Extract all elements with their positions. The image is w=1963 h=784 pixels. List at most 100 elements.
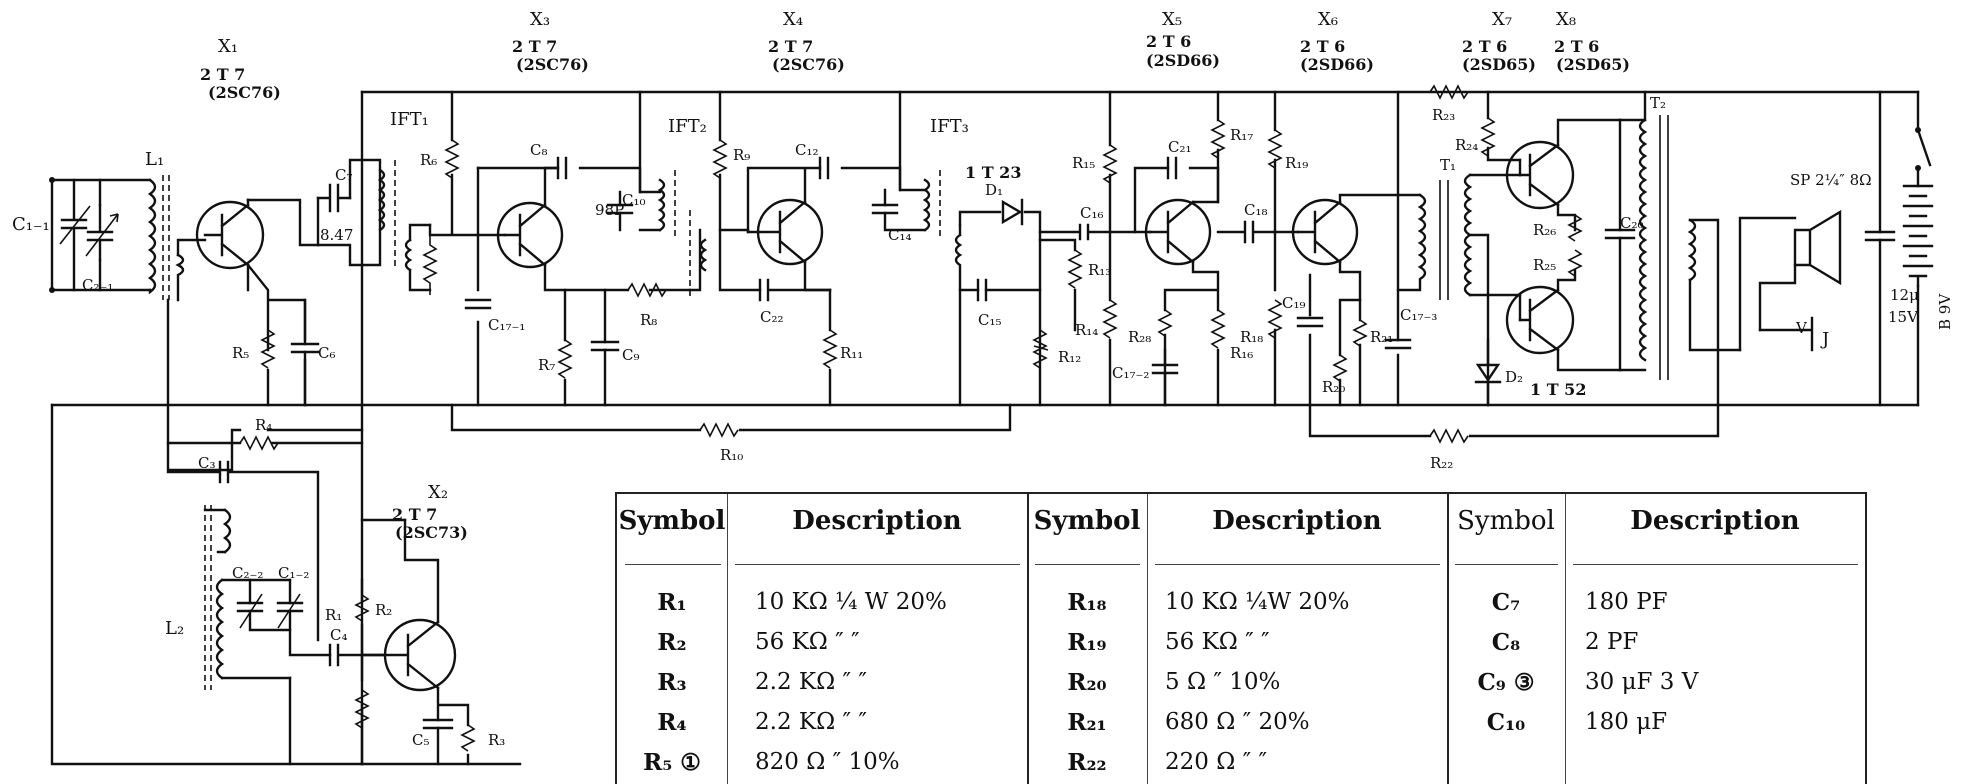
resistor-r11 bbox=[822, 329, 838, 369]
svg-text:X₄: X₄ bbox=[783, 9, 803, 30]
svg-text:C₇: C₇ bbox=[335, 166, 353, 184]
resistor-r5 bbox=[260, 329, 276, 369]
diode-d1 bbox=[1001, 198, 1024, 226]
svg-text:C₉: C₉ bbox=[622, 346, 640, 364]
svg-text:R₁₆: R₁₆ bbox=[1230, 344, 1253, 362]
svg-text:R₁₉: R₁₉ bbox=[1285, 154, 1308, 172]
table-cell-symbol: R₃ bbox=[657, 669, 687, 696]
svg-text:C₁₆: C₁₆ bbox=[1080, 204, 1104, 222]
svg-text:L₁: L₁ bbox=[145, 149, 164, 170]
table-cell-description: 5 Ω ″ 10% bbox=[1165, 669, 1281, 695]
svg-text:R₁: R₁ bbox=[325, 606, 342, 624]
table-cell-description: 180 PF bbox=[1585, 589, 1668, 615]
table-cell-symbol: R₁ bbox=[657, 589, 687, 616]
capacitor-c16 bbox=[1038, 223, 1112, 241]
svg-text:IFT₂: IFT₂ bbox=[668, 116, 707, 137]
resistor-r6 bbox=[444, 139, 460, 179]
header-symbol-2: Symbol bbox=[1033, 506, 1141, 536]
svg-text:C₁₋₁: C₁₋₁ bbox=[12, 214, 50, 235]
svg-text:X₃: X₃ bbox=[530, 9, 550, 30]
svg-text:R₅: R₅ bbox=[232, 344, 249, 362]
svg-text:12μ: 12μ bbox=[1890, 286, 1919, 304]
transistor-labels: X₁ 2 T 7 (2SC76) X₃ 2 T 7 (2SC76) X₄ 2 T… bbox=[200, 9, 1630, 542]
header-symbol-3: Symbol bbox=[1457, 506, 1555, 536]
battery-b bbox=[1902, 90, 1934, 407]
resistor-r17 bbox=[1210, 119, 1226, 159]
table-cell-symbol: C₁₀ bbox=[1486, 709, 1526, 736]
svg-text:C₃: C₃ bbox=[198, 454, 216, 472]
svg-text:C₁₇₋₃: C₁₇₋₃ bbox=[1400, 306, 1437, 324]
header-description-3: Description bbox=[1630, 506, 1800, 536]
svg-text:C₅: C₅ bbox=[412, 731, 430, 749]
svg-text:R₁₈: R₁₈ bbox=[1240, 328, 1263, 346]
svg-text:IFT₃: IFT₃ bbox=[930, 116, 969, 137]
speaker-sp bbox=[1793, 209, 1842, 286]
svg-text:C₁₂: C₁₂ bbox=[795, 141, 819, 159]
svg-text:R₄: R₄ bbox=[255, 416, 272, 434]
svg-text:IFT₁: IFT₁ bbox=[390, 109, 429, 130]
svg-text:R₂₈: R₂₈ bbox=[1128, 328, 1151, 346]
table-cell-symbol: R₄ bbox=[657, 709, 687, 736]
svg-text:C₂₀: C₂₀ bbox=[1620, 214, 1644, 232]
svg-text:(2SD65): (2SD65) bbox=[1556, 55, 1630, 74]
table-cell-description: 680 Ω ″ 20% bbox=[1165, 709, 1310, 735]
svg-text:X₁: X₁ bbox=[218, 36, 238, 57]
svg-text:J: J bbox=[1820, 329, 1829, 350]
svg-text:R₂₆: R₂₆ bbox=[1533, 221, 1556, 239]
jack-j bbox=[1758, 316, 1814, 352]
svg-text:C₈: C₈ bbox=[530, 141, 548, 159]
table-cell-symbol: R₅ ① bbox=[643, 749, 701, 776]
transistor-x5 bbox=[1144, 198, 1212, 266]
table-cell-symbol: R₂₁ bbox=[1067, 709, 1107, 736]
diode-d2 bbox=[1474, 338, 1502, 407]
table-cell-symbol: R₁₈ bbox=[1067, 589, 1107, 616]
component-labels: L₁ L₂ C₁₋₁ C₂₋₁ C₂₋₂ C₁₋₂ IFT₁ IFT₂ IFT₃… bbox=[12, 94, 1954, 749]
resistor-r13 bbox=[1067, 249, 1083, 289]
svg-text:C₂₋₁: C₂₋₁ bbox=[82, 276, 113, 294]
resistor-r20 bbox=[1332, 354, 1348, 382]
svg-text:(2SC76): (2SC76) bbox=[208, 83, 281, 102]
svg-text:(2SC76): (2SC76) bbox=[516, 55, 589, 74]
capacitor-c3 bbox=[166, 460, 320, 642]
power-switch bbox=[1915, 127, 1932, 171]
oscillator-coil-l2 bbox=[203, 505, 292, 690]
svg-text:R₆: R₆ bbox=[420, 151, 437, 169]
capacitor-c17-1 bbox=[464, 298, 492, 310]
svg-text:R₁₅: R₁₅ bbox=[1072, 154, 1095, 172]
table-cell-symbol: R₂₂ bbox=[1067, 749, 1107, 776]
resistor-r2 bbox=[354, 594, 370, 622]
capacitor-c19 bbox=[1296, 316, 1324, 328]
svg-text:R₈: R₈ bbox=[640, 311, 657, 329]
capacitor-output bbox=[1864, 230, 1896, 242]
svg-text:2 T 6: 2 T 6 bbox=[1146, 32, 1191, 51]
capacitor-c1-2 bbox=[276, 593, 304, 629]
svg-text:(2SD66): (2SD66) bbox=[1146, 51, 1220, 70]
svg-text:X₇: X₇ bbox=[1492, 9, 1512, 30]
svg-text:R₁₂: R₁₂ bbox=[1058, 348, 1081, 366]
svg-text:D₁: D₁ bbox=[985, 181, 1003, 199]
svg-text:C₂₋₂: C₂₋₂ bbox=[232, 564, 263, 582]
svg-text:2 T 6: 2 T 6 bbox=[1554, 37, 1599, 56]
svg-text:C₁₉: C₁₉ bbox=[1282, 294, 1306, 312]
svg-text:R₇: R₇ bbox=[538, 356, 555, 374]
svg-text:X₂: X₂ bbox=[428, 482, 448, 503]
svg-text:2 T 7: 2 T 7 bbox=[512, 37, 557, 56]
transistor-x1 bbox=[195, 198, 265, 292]
resistor-r23 bbox=[1429, 84, 1469, 100]
svg-text:2 T 7: 2 T 7 bbox=[392, 505, 437, 524]
capacitor-c20 bbox=[1604, 228, 1636, 240]
resistor-r1 bbox=[354, 689, 370, 729]
svg-text:C₁₇₋₂: C₁₇₋₂ bbox=[1112, 364, 1149, 382]
svg-text:R₂₁: R₂₁ bbox=[1370, 328, 1393, 346]
svg-text:L₂: L₂ bbox=[165, 618, 184, 639]
resistor-r10 bbox=[699, 422, 739, 438]
svg-text:X₆: X₆ bbox=[1318, 9, 1338, 30]
capacitor-c22 bbox=[758, 278, 832, 302]
svg-text:R₂₃: R₂₃ bbox=[1432, 106, 1455, 124]
bottom-return-wire bbox=[50, 403, 522, 766]
svg-text:R₂₂: R₂₂ bbox=[1430, 454, 1453, 472]
resistor-r16 bbox=[1210, 309, 1226, 349]
capacitor-c21 bbox=[1166, 156, 1178, 180]
capacitor-c18 bbox=[1216, 220, 1277, 244]
svg-text:(2SC73): (2SC73) bbox=[395, 523, 468, 542]
